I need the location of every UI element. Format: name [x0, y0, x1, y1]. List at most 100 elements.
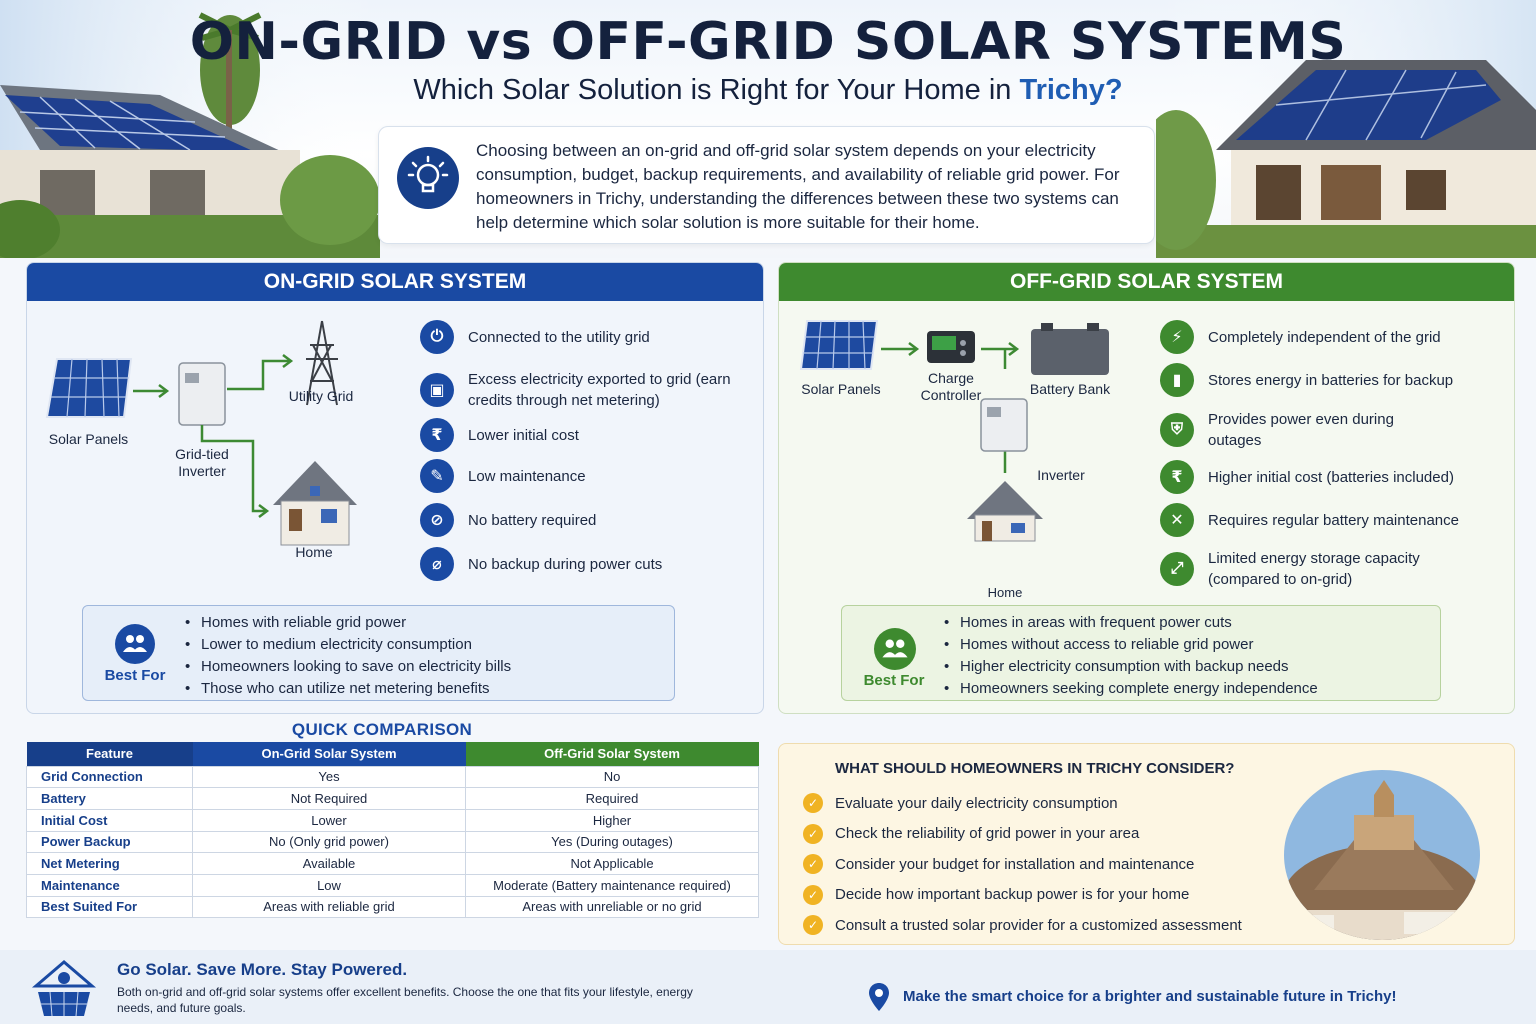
header: ON-GRID vs OFF-GRID SOLAR SYSTEMS Which …	[0, 0, 1536, 258]
best-for-list: Homes in areas with frequent power cuts …	[942, 612, 1318, 700]
footer-cta: Make the smart choice for a brighter and…	[903, 988, 1397, 1005]
inverter-icon	[178, 362, 226, 426]
home-label: Home	[987, 585, 1023, 600]
checkmark-icon: ✓	[803, 823, 823, 844]
list-item: ✓Consult a trusted solar provider for a …	[803, 910, 1242, 941]
list-item: Homeowners seeking complete energy indep…	[942, 678, 1318, 700]
list-item: Homeowners looking to save on electricit…	[183, 656, 511, 678]
inverter-label: Inverter	[1037, 467, 1085, 483]
inverter-icon	[980, 398, 1028, 452]
home-icon	[967, 481, 1043, 542]
column-header: Off-Grid Solar System	[465, 742, 759, 766]
charge-controller-label: Charge Controller	[920, 370, 982, 403]
comparison-table: Feature On-Grid Solar System Off-Grid So…	[26, 742, 759, 919]
consider-box: WHAT SHOULD HOMEOWNERS IN TRICHY CONSIDE…	[778, 743, 1515, 945]
plug-icon: ⏻	[420, 320, 454, 354]
consider-list: ✓Evaluate your daily electricity consump…	[803, 788, 1242, 941]
list-item: ✓Decide how important backup power is fo…	[803, 880, 1242, 911]
on-grid-feature: ₹ Lower initial cost	[420, 418, 579, 452]
arrow-icon	[200, 354, 294, 518]
battery-charge-icon: ▮	[1160, 363, 1194, 397]
off-grid-feature: ✕ Requires regular battery maintenance	[1160, 503, 1459, 537]
users-icon	[115, 624, 155, 664]
page-title: ON-GRID vs OFF-GRID SOLAR SYSTEMS	[189, 12, 1347, 72]
intro-text: Choosing between an on-grid and off-grid…	[476, 141, 1120, 232]
consider-title: WHAT SHOULD HOMEOWNERS IN TRICHY CONSIDE…	[835, 760, 1235, 777]
charge-controller-icon	[927, 331, 975, 363]
utility-grid-label: Utility Grid	[288, 388, 354, 404]
solar-panels-label: Solar Panels	[801, 381, 881, 397]
shield-bolt-icon: ⛨	[1160, 413, 1194, 447]
on-grid-feature: ⏻ Connected to the utility grid	[420, 320, 650, 354]
location-pin-icon	[869, 983, 889, 1011]
inverter-label: Grid-tied Inverter	[175, 446, 229, 479]
solar-panel-icon	[45, 358, 133, 418]
footer-slogan: Go Solar. Save More. Stay Powered.	[117, 960, 408, 979]
users-icon	[874, 628, 916, 670]
battery-bolt-icon: ⚡	[1160, 320, 1194, 354]
list-item: ✓Evaluate your daily electricity consump…	[803, 788, 1242, 819]
solar-panels-label: Solar Panels	[48, 431, 129, 447]
off-grid-diagram	[799, 320, 1109, 542]
battery-icon	[1031, 323, 1109, 375]
best-for-label: Best For	[104, 667, 166, 684]
on-grid-title: ON-GRID SOLAR SYSTEM	[27, 263, 763, 301]
list-item: Homes in areas with frequent power cuts	[942, 612, 1318, 634]
list-item: ✓Check the reliability of grid power in …	[803, 819, 1242, 850]
list-item: Homes without access to reliable grid po…	[942, 634, 1318, 656]
on-grid-feature: ⌀ No backup during power cuts	[420, 547, 662, 581]
off-grid-title: OFF-GRID SOLAR SYSTEM	[779, 263, 1514, 301]
comparison-title: QUICK COMPARISON	[291, 720, 473, 739]
table-header-row: Feature On-Grid Solar System Off-Grid So…	[26, 742, 759, 766]
checkmark-icon: ✓	[803, 854, 823, 875]
off-grid-panel: OFF-GRID SOLAR SYSTEM	[778, 262, 1515, 714]
footer-text: Both on-grid and off-grid solar systems …	[117, 985, 693, 1015]
on-grid-feature: ✎ Low maintenance	[420, 459, 586, 493]
solar-home-logo-icon	[31, 960, 97, 1017]
list-item: ✓Consider your budget for installation a…	[803, 849, 1242, 880]
list-item: Higher electricity consumption with back…	[942, 656, 1318, 678]
off-grid-feature: ⚡ Completely independent of the grid	[1160, 320, 1441, 354]
home-label: Home	[295, 544, 333, 560]
best-for-label: Best For	[863, 672, 925, 689]
checkmark-icon: ✓	[803, 884, 823, 905]
checkmark-icon: ✓	[803, 915, 823, 936]
off-grid-feature: ₹ Higher initial cost (batteries include…	[1160, 460, 1454, 494]
arrow-icon	[133, 384, 170, 398]
lightbulb-icon	[397, 147, 459, 209]
solar-panel-icon	[799, 320, 879, 370]
home-icon	[273, 461, 357, 546]
battery-bank-label: Battery Bank	[1029, 381, 1111, 397]
on-grid-feature: ⊘ No battery required	[420, 503, 596, 537]
off-grid-best-for: Best For Homes in areas with frequent po…	[841, 605, 1441, 701]
best-for-list: Homes with reliable grid power Lower to …	[183, 612, 511, 700]
off-grid-feature: ▮ Stores energy in batteries for backup	[1160, 363, 1453, 397]
off-grid-feature: ⛨ Provides power even during outages	[1160, 409, 1428, 451]
checkmark-icon: ✓	[803, 793, 823, 814]
on-grid-diagram	[45, 320, 357, 546]
subtitle-highlight: Trichy?	[1019, 74, 1123, 106]
off-grid-feature: ⤢ Limited energy storage capacity (compa…	[1160, 548, 1448, 590]
rooftop-solar-house-right-image	[1156, 0, 1536, 258]
page-subtitle: Which Solar Solution is Right for Your H…	[0, 74, 1536, 107]
subtitle-text: Which Solar Solution is Right for Your H…	[413, 74, 1020, 106]
rock-fort-temple-image	[1284, 770, 1480, 940]
intro-box: Choosing between an on-grid and off-grid…	[378, 126, 1155, 244]
list-item: Those who can utilize net metering benef…	[183, 678, 511, 700]
expand-icon: ⤢	[1160, 552, 1194, 586]
list-item: Lower to medium electricity consumption	[183, 634, 511, 656]
footer: Go Solar. Save More. Stay Powered. Both …	[0, 950, 1536, 1024]
tools-icon: ✎	[420, 459, 454, 493]
wrench-icon: ✕	[1160, 503, 1194, 537]
power-off-icon: ⌀	[420, 547, 454, 581]
rupee-icon: ₹	[420, 418, 454, 452]
on-grid-feature: ▣ Excess electricity exported to grid (e…	[420, 369, 738, 411]
list-item: Homes with reliable grid power	[183, 612, 511, 634]
